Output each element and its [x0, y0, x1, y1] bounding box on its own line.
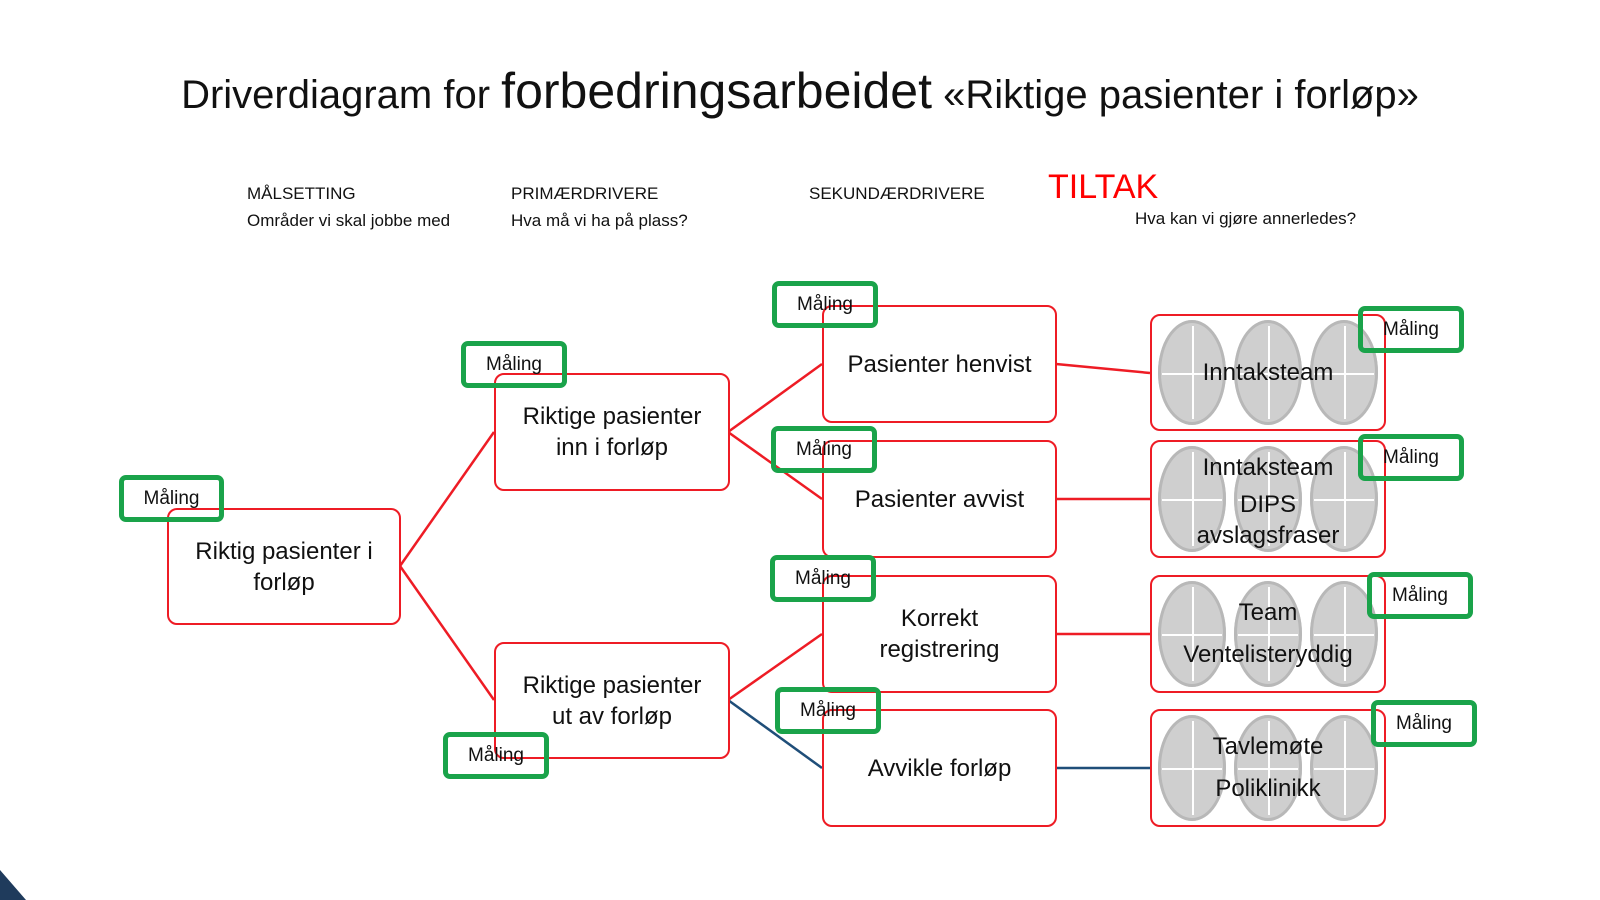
- tiltak-4-line-1: Tavlemøte: [1212, 733, 1324, 760]
- pdsa-cycle-icon: [1309, 320, 1378, 425]
- tiltak-1-line-1: Inntaksteam: [1202, 359, 1334, 386]
- tiltak-2-text: Inntaksteam DIPS avslagsfraser: [1152, 442, 1384, 556]
- tiltak-3-line-1: Team: [1238, 599, 1298, 626]
- slide-corner-decoration: [0, 870, 26, 900]
- tiltak-2-line-3: avslagsfraser: [1196, 522, 1340, 549]
- title-part-2: forbedringsarbeidet: [501, 63, 933, 119]
- maling-tiltak-4: Måling: [1371, 700, 1477, 747]
- tiltak-3-text: Team Ventelisteryddig: [1152, 577, 1384, 691]
- tiltak-box-3: Team Ventelisteryddig: [1150, 575, 1386, 693]
- maling-secondary-henvist: Måling: [772, 281, 878, 328]
- pdsa-cycles: [1158, 446, 1378, 552]
- sekundaer-heading: SEKUNDÆRDRIVERE: [809, 184, 985, 203]
- tiltak-4-line-2: Poliklinikk: [1215, 775, 1321, 802]
- title-part-3: «Riktige pasienter i forløp»: [943, 73, 1419, 117]
- primaer-heading: PRIMÆRDRIVERE: [511, 184, 659, 203]
- pdsa-cycle-icon: [1309, 715, 1378, 821]
- pdsa-cycles: [1158, 320, 1378, 425]
- tiltak-4-text: Tavlemøte Poliklinikk: [1152, 711, 1384, 825]
- tiltak-box-4: Tavlemøte Poliklinikk: [1150, 709, 1386, 827]
- secondary-driver-henvist: Pasienter henvist: [822, 305, 1057, 423]
- maling-tiltak-3: Måling: [1367, 572, 1473, 619]
- maling-goal: Måling: [119, 475, 224, 522]
- secondary-driver-registrering-label: Korrekt registrering: [879, 605, 1000, 663]
- secondary-driver-avvikle: Avvikle forløp: [822, 709, 1057, 827]
- page-title: Driverdiagram for forbedringsarbeidet «R…: [0, 62, 1600, 120]
- secondary-driver-avvist: Pasienter avvist: [822, 440, 1057, 558]
- pdsa-cycle-icon: [1233, 715, 1303, 821]
- maling-secondary-avvikle: Måling: [775, 687, 881, 734]
- malsetting-sub: Områder vi skal jobbe med: [247, 211, 451, 230]
- link-goal-primary-inn: [398, 431, 496, 567]
- pdsa-cycle-icon: [1158, 320, 1227, 425]
- primary-driver-inn-label: Riktige pasienter inn i forløp: [522, 403, 702, 461]
- tiltak-box-2: Inntaksteam DIPS avslagsfraser: [1150, 440, 1386, 558]
- maling-tiltak-2: Måling: [1358, 434, 1464, 481]
- link-ut-registrering: [727, 632, 823, 702]
- secondary-driver-registrering: Korrekt registrering: [822, 575, 1057, 693]
- title-part-1: Driverdiagram for: [181, 73, 491, 117]
- secondary-driver-avvist-label: Pasienter avvist: [854, 485, 1025, 513]
- maling-tiltak-1: Måling: [1358, 306, 1464, 353]
- pdsa-cycle-icon: [1309, 446, 1378, 552]
- pdsa-cycle-icon: [1158, 715, 1227, 821]
- link-ut-avvikle: [727, 698, 823, 770]
- maling-secondary-avvist: Måling: [771, 426, 877, 473]
- column-primaer: PRIMÆRDRIVERE Hva må vi ha på plass?: [511, 180, 688, 234]
- tiltak-1-text: Inntaksteam: [1152, 316, 1384, 429]
- pdsa-cycles: [1158, 715, 1378, 821]
- pdsa-cycles: [1158, 581, 1378, 687]
- link-goal-primary-ut: [398, 565, 496, 701]
- link-henvist-tiltak1: [1055, 362, 1151, 375]
- tiltak-box-1: Inntaksteam: [1150, 314, 1386, 431]
- column-sekundaer: SEKUNDÆRDRIVERE: [809, 180, 985, 207]
- maling-secondary-registrering: Måling: [770, 555, 876, 602]
- goal-box: Riktig pasienter i forløp: [167, 508, 401, 625]
- maling-primary-inn: Måling: [461, 341, 567, 388]
- pdsa-cycle-icon: [1233, 446, 1303, 552]
- malsetting-heading: MÅLSETTING: [247, 184, 356, 203]
- secondary-driver-avvikle-label: Avvikle forløp: [867, 754, 1012, 782]
- link-inn-henvist: [727, 362, 823, 434]
- primary-driver-ut-label: Riktige pasienter ut av forløp: [522, 671, 702, 730]
- primary-driver-inn: Riktige pasienter inn i forløp: [494, 373, 730, 491]
- tiltak-2-line-1: Inntaksteam: [1202, 454, 1334, 481]
- column-malsetting: MÅLSETTING Områder vi skal jobbe med: [247, 180, 450, 234]
- pdsa-cycle-icon: [1233, 581, 1303, 687]
- primary-driver-ut: Riktige pasienter ut av forløp: [494, 642, 730, 759]
- tiltak-sub: Hva kan vi gjøre annerledes?: [1135, 209, 1357, 228]
- primaer-sub: Hva må vi ha på plass?: [511, 211, 688, 230]
- pdsa-cycle-icon: [1158, 581, 1227, 687]
- maling-primary-ut: Måling: [443, 732, 549, 779]
- pdsa-cycle-icon: [1309, 581, 1378, 687]
- pdsa-cycle-icon: [1158, 446, 1227, 552]
- tiltak-heading: TILTAK: [1048, 168, 1159, 206]
- tiltak-2-line-2: DIPS: [1239, 491, 1296, 518]
- goal-label: Riktig pasienter i forløp: [195, 537, 373, 596]
- pdsa-cycle-icon: [1233, 320, 1303, 425]
- secondary-driver-henvist-label: Pasienter henvist: [847, 350, 1032, 378]
- tiltak-3-line-2: Ventelisteryddig: [1183, 641, 1353, 668]
